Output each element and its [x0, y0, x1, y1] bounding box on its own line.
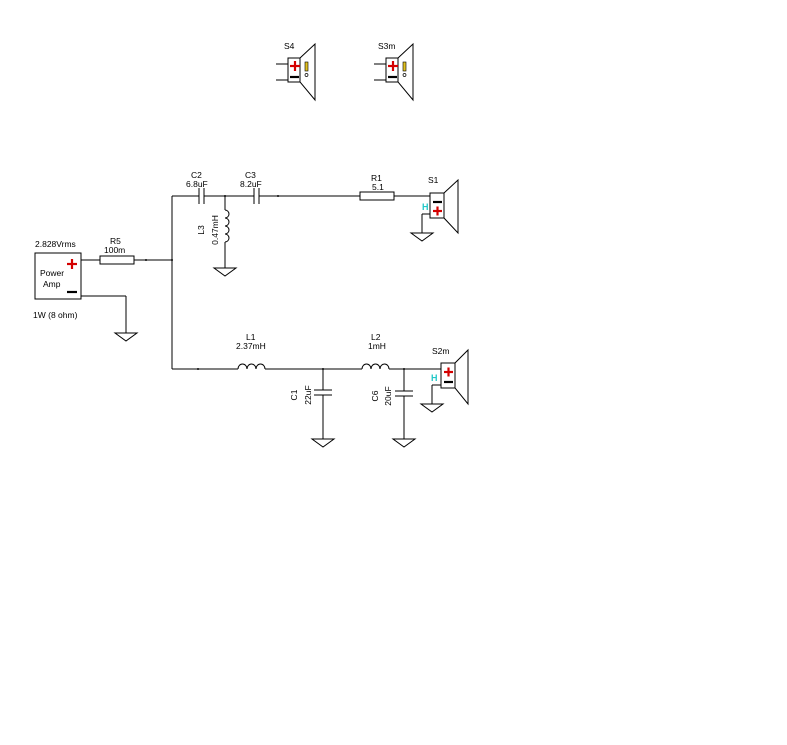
- l2-name: L2: [371, 332, 381, 342]
- capacitor-c6[interactable]: C6 20uF: [370, 369, 413, 439]
- capacitor-c2[interactable]: C2 6.8uF: [186, 170, 208, 204]
- amp-voltage: 2.828Vrms: [35, 239, 76, 249]
- power-amp[interactable]: 2.828Vrms Power Amp 1W (8 ohm): [33, 239, 82, 320]
- l1-value: 2.37mH: [236, 341, 266, 351]
- capacitor-c3[interactable]: C3 8.2uF: [240, 170, 262, 204]
- resistor-r5[interactable]: R5 100m: [99, 236, 135, 265]
- inductor-l2[interactable]: L2 1mH: [361, 332, 390, 370]
- l2-value: 1mH: [368, 341, 386, 351]
- ground-icon: [409, 232, 435, 242]
- speaker-s4[interactable]: S4: [276, 41, 316, 102]
- c6-value: 20uF: [383, 386, 393, 405]
- amp-label-line1: Power: [40, 268, 64, 278]
- c2-name: C2: [191, 170, 202, 180]
- ground-icon: [310, 438, 336, 448]
- speaker-s2m-h-marker: H: [431, 373, 438, 383]
- c3-value: 8.2uF: [240, 179, 262, 189]
- speaker-s3m-name: S3m: [378, 41, 395, 51]
- resistor-r1[interactable]: R1 5.1: [359, 173, 395, 201]
- capacitor-c1[interactable]: C1 22uF: [289, 369, 332, 439]
- l3-value: 0.47mH: [210, 215, 220, 245]
- speaker-s3m[interactable]: S3m: [374, 41, 414, 102]
- c6-name: C6: [370, 390, 380, 401]
- speaker-s1[interactable]: S1 H: [421, 175, 459, 235]
- speaker-s1-name: S1: [428, 175, 439, 185]
- inductor-l1[interactable]: L1 2.37mH: [236, 332, 266, 370]
- inductor-l3[interactable]: L3 0.47mH: [196, 196, 230, 268]
- r5-value: 100m: [104, 245, 125, 255]
- r1-name: R1: [371, 173, 382, 183]
- ground-icon: [212, 267, 238, 277]
- speaker-s1-h-marker: H: [422, 202, 429, 212]
- junction-dots: [145, 195, 405, 370]
- amp-label-line2: Amp: [43, 279, 61, 289]
- speaker-s2m[interactable]: S2m H: [431, 346, 469, 406]
- l3-name: L3: [196, 225, 206, 235]
- r1-value: 5.1: [372, 182, 384, 192]
- speaker-s2m-name: S2m: [432, 346, 449, 356]
- r5-name: R5: [110, 236, 121, 246]
- c3-name: C3: [245, 170, 256, 180]
- ground-icon: [391, 438, 417, 448]
- c2-value: 6.8uF: [186, 179, 208, 189]
- ground-icon: [419, 403, 445, 413]
- l1-name: L1: [246, 332, 256, 342]
- amp-power-rating: 1W (8 ohm): [33, 310, 78, 320]
- c1-value: 22uF: [303, 385, 313, 404]
- c1-name: C1: [289, 389, 299, 400]
- ground-icon: [113, 332, 139, 342]
- speaker-s4-name: S4: [284, 41, 295, 51]
